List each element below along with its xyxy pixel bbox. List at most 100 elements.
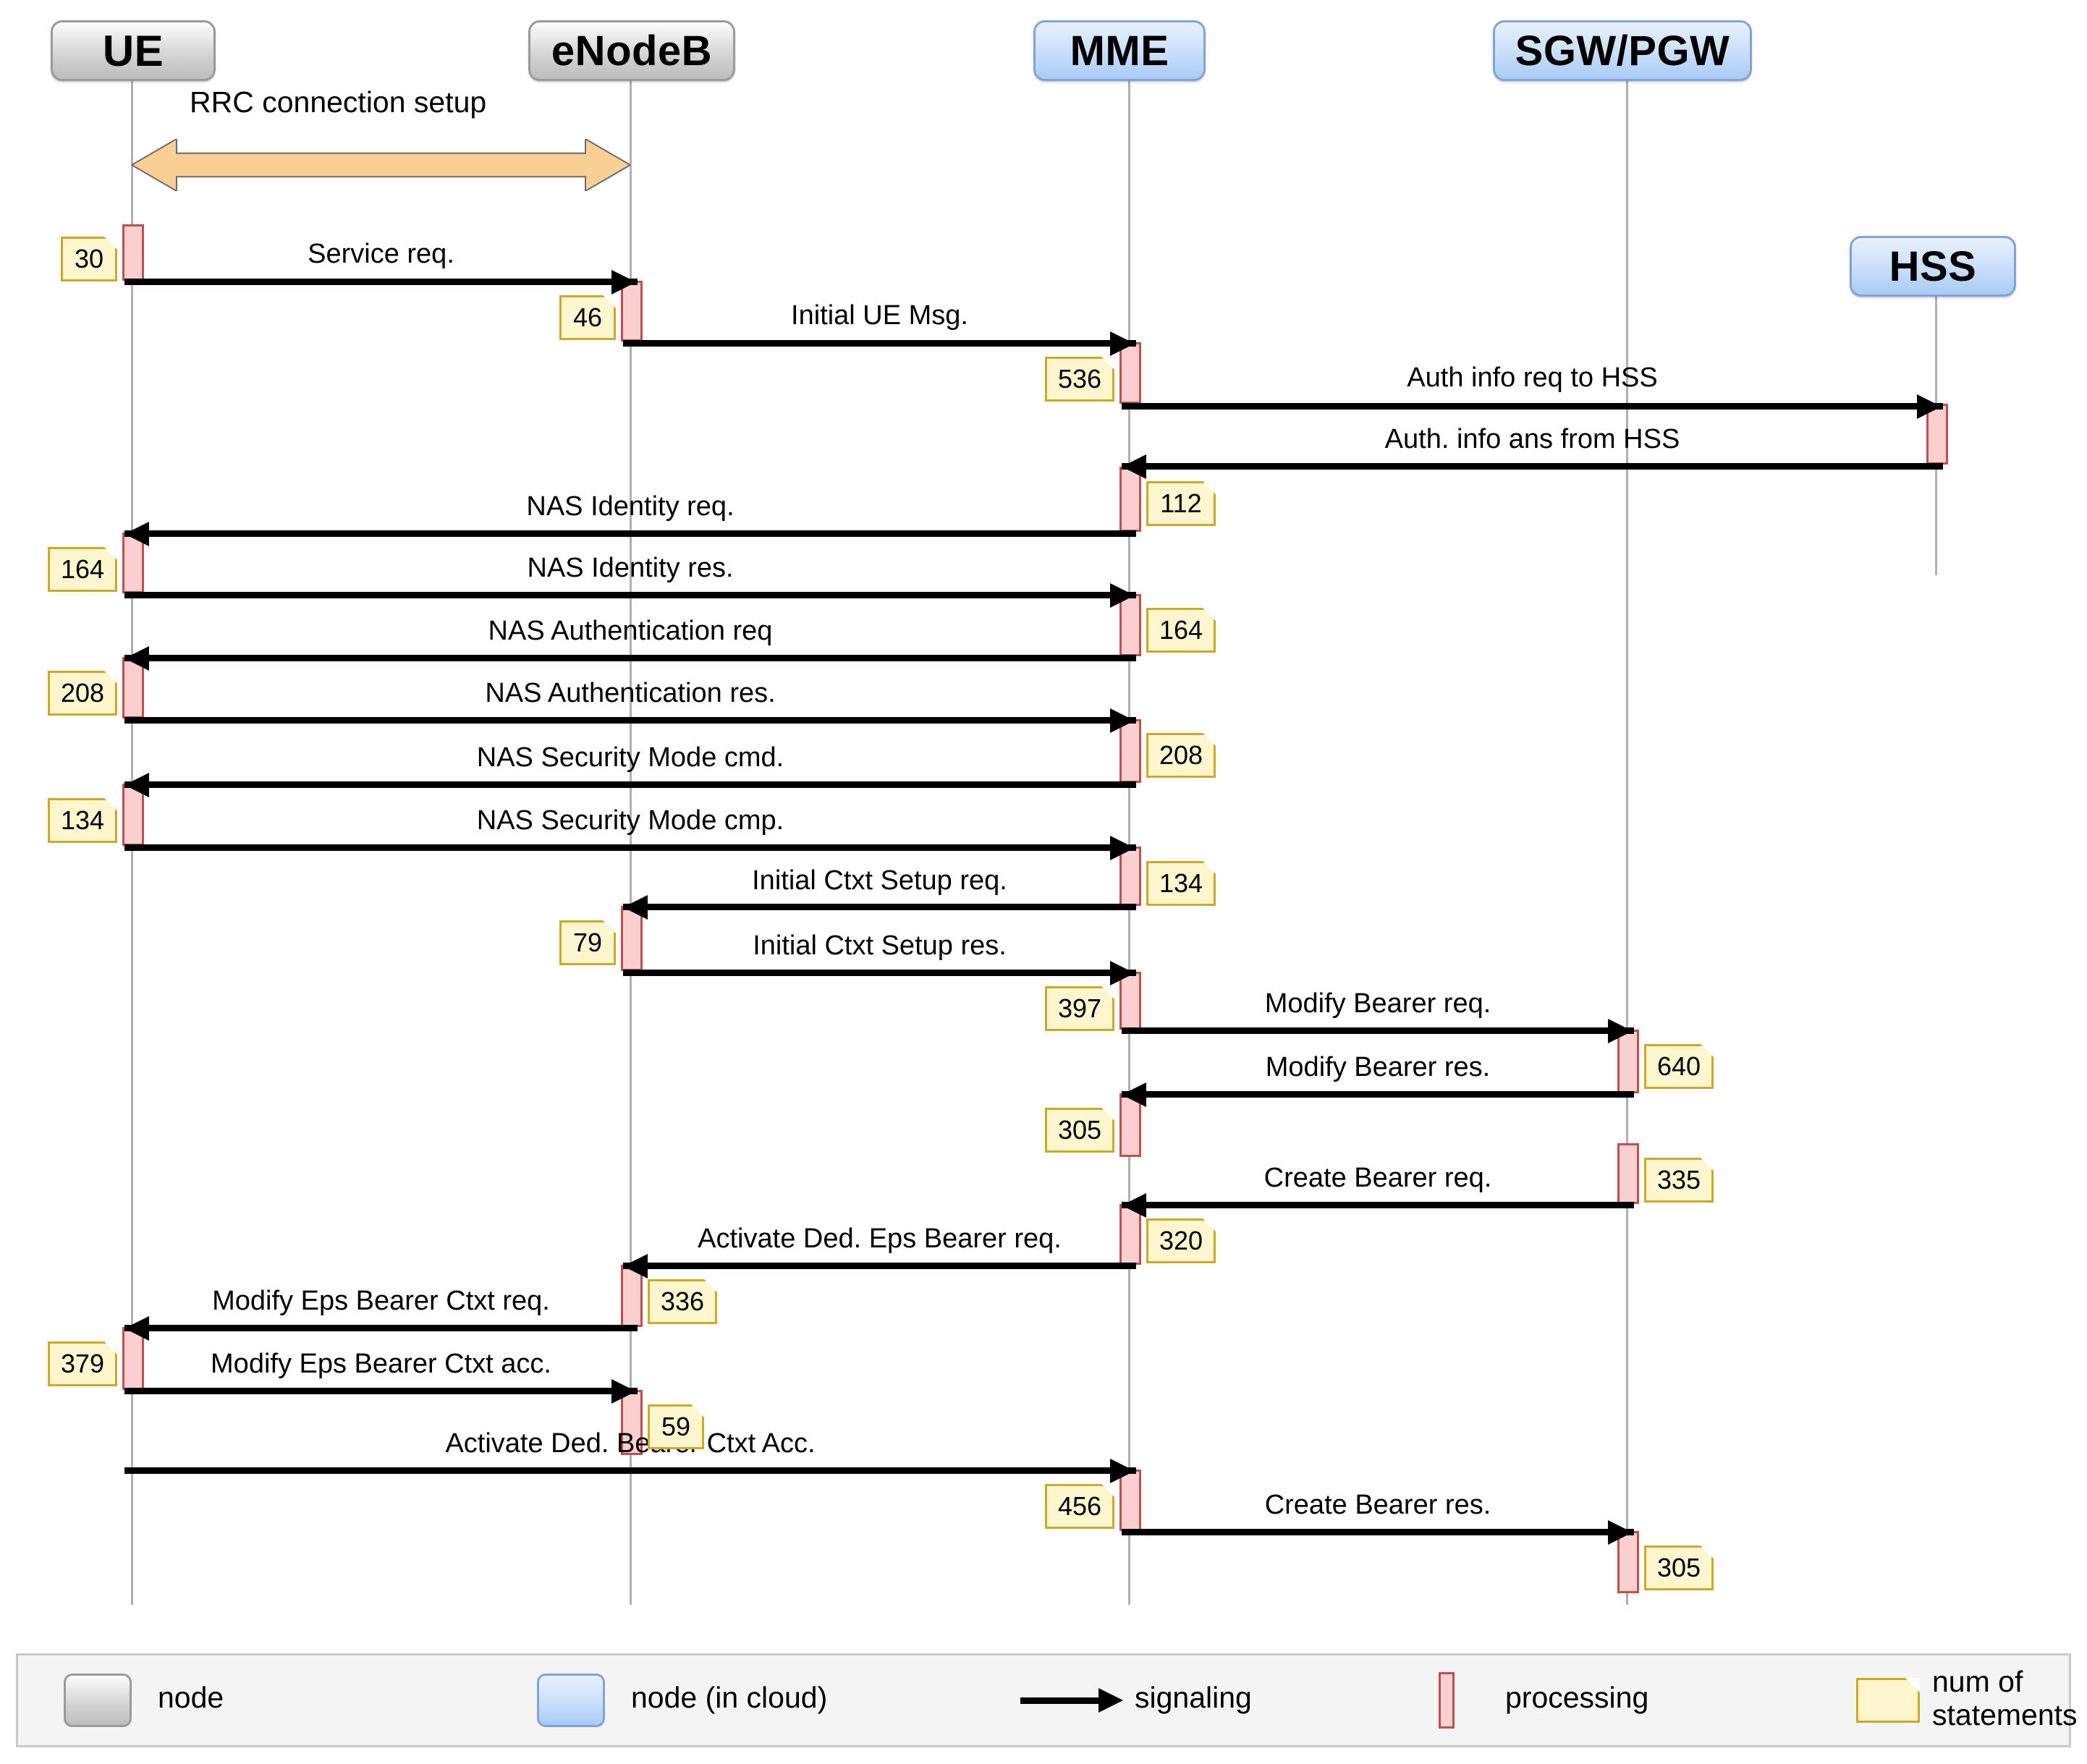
arrow-head-right [1917, 394, 1942, 419]
message-label: NAS Authentication req [488, 616, 773, 646]
statement-count-note: 305 [1644, 1545, 1714, 1590]
arrow-shaft [1020, 1697, 1098, 1704]
message-line [623, 970, 1136, 976]
message-label: NAS Security Mode cmd. [476, 742, 784, 773]
message-line [1122, 1027, 1634, 1034]
statement-count-note: 134 [48, 798, 117, 843]
legend-processing-swatch [1439, 1672, 1455, 1729]
message-line [124, 1467, 1136, 1474]
statement-count-note: 397 [1045, 986, 1114, 1031]
lifeline-enb [630, 77, 632, 1605]
message-label: Initial Ctxt Setup req. [752, 865, 1007, 896]
statement-count-note: 320 [1146, 1218, 1216, 1263]
arrow-head-left [1122, 1193, 1146, 1218]
message-label: NAS Security Mode cmp. [476, 805, 784, 836]
arrow-head-right [1110, 331, 1135, 356]
statement-count-note: 379 [48, 1341, 117, 1386]
statement-count-note: 208 [48, 671, 117, 716]
message-line [1122, 1091, 1634, 1098]
legend-item-3 [1439, 1670, 1455, 1731]
message-label: Activate Ded. Bearer Ctxt Acc. [445, 1428, 816, 1459]
node-header-hss[interactable]: HSS [1850, 236, 2016, 297]
arrow-head-right [1608, 1019, 1633, 1043]
message-line [623, 904, 1136, 910]
arrow-head-left [124, 773, 149, 797]
message-label: Initial UE Msg. [791, 300, 968, 331]
arrow-head-right [611, 270, 636, 294]
message-line [623, 1263, 1136, 1269]
statement-count-note: 640 [1644, 1044, 1714, 1089]
arrow-head-right [1110, 583, 1135, 608]
message-label: Modify Eps Bearer Ctxt req. [212, 1286, 550, 1316]
message-label: Auth. info ans from HSS [1384, 424, 1680, 454]
arrow-head-left [1122, 454, 1146, 479]
legend-label-1: node (in cloud) [631, 1681, 828, 1714]
message-line [124, 530, 1136, 537]
message-line [124, 655, 1136, 661]
node-header-enb[interactable]: eNodeB [528, 20, 735, 81]
message-line [124, 279, 638, 285]
legend-item-0 [64, 1670, 132, 1731]
statement-count-note: 112 [1146, 481, 1216, 526]
arrow-head-right [611, 1379, 636, 1404]
message-label: Create Bearer res. [1264, 1490, 1491, 1520]
message-line [1122, 1529, 1634, 1535]
message-line [623, 340, 1136, 347]
message-line [124, 844, 1136, 851]
arrow-head-right [1110, 708, 1135, 733]
legend-label-3: processing [1505, 1681, 1649, 1714]
message-label: Modify Eps Bearer Ctxt acc. [211, 1349, 551, 1379]
statement-count-note: 46 [559, 295, 616, 340]
fragment-label: RRC connection setup [190, 85, 487, 119]
message-label: NAS Authentication res. [485, 678, 776, 708]
statement-count-note: 335 [1644, 1158, 1714, 1203]
statement-count-note: 164 [1146, 608, 1216, 653]
legend-node-swatch [64, 1674, 132, 1727]
node-header-mme[interactable]: MME [1033, 20, 1206, 81]
lifeline-sgw [1626, 77, 1628, 1605]
legend-label-4: num of statements [1932, 1665, 2078, 1731]
arrow-head-right [1110, 1459, 1135, 1483]
message-line [124, 1325, 638, 1331]
arrow-head-left [623, 1254, 648, 1279]
legend-cloud-node-swatch [537, 1674, 605, 1727]
statement-count-note: 164 [48, 547, 117, 592]
message-label: Initial Ctxt Setup res. [753, 930, 1007, 961]
message-label: Auth info req to HSS [1407, 362, 1658, 393]
legend-item-2 [1020, 1670, 1123, 1731]
arrow-head-right [1110, 836, 1135, 860]
message-label: Create Bearer req. [1263, 1163, 1492, 1193]
statement-count-note: 456 [1045, 1484, 1114, 1529]
statement-count-note: 305 [1045, 1108, 1114, 1153]
arrow-head-right [1110, 961, 1135, 985]
legend-item-4 [1856, 1670, 1920, 1731]
message-line [124, 717, 1136, 724]
legend-item-1 [537, 1670, 605, 1731]
node-header-ue[interactable]: UE [51, 20, 216, 81]
message-line [1122, 463, 1943, 470]
message-label: Modify Bearer res. [1265, 1052, 1491, 1082]
rrc-double-arrow [130, 137, 632, 192]
legend-note-swatch [1856, 1678, 1920, 1723]
statement-count-note: 536 [1045, 357, 1114, 402]
legend-signaling-arrow-icon [1020, 1688, 1123, 1713]
message-label: Service req. [308, 239, 454, 269]
arrow-head-left [124, 1316, 149, 1341]
arrow-head-left [623, 895, 648, 920]
node-header-sgw[interactable]: SGW/PGW [1493, 20, 1752, 81]
message-label: NAS Identity req. [526, 491, 735, 522]
arrow-head-left [1122, 1082, 1146, 1107]
message-line [124, 592, 1136, 598]
message-line [124, 1388, 638, 1394]
message-line [124, 781, 1136, 788]
message-label: Modify Bearer req. [1264, 988, 1491, 1019]
statement-count-note: 59 [648, 1404, 704, 1449]
arrow-head-right [1608, 1520, 1633, 1545]
message-line [1122, 1202, 1634, 1208]
statement-count-note: 208 [1146, 733, 1216, 778]
statement-count-note: 30 [61, 237, 117, 281]
statement-count-note: 336 [648, 1279, 717, 1324]
message-label: NAS Identity res. [527, 553, 734, 583]
statement-count-note: 79 [559, 920, 616, 965]
